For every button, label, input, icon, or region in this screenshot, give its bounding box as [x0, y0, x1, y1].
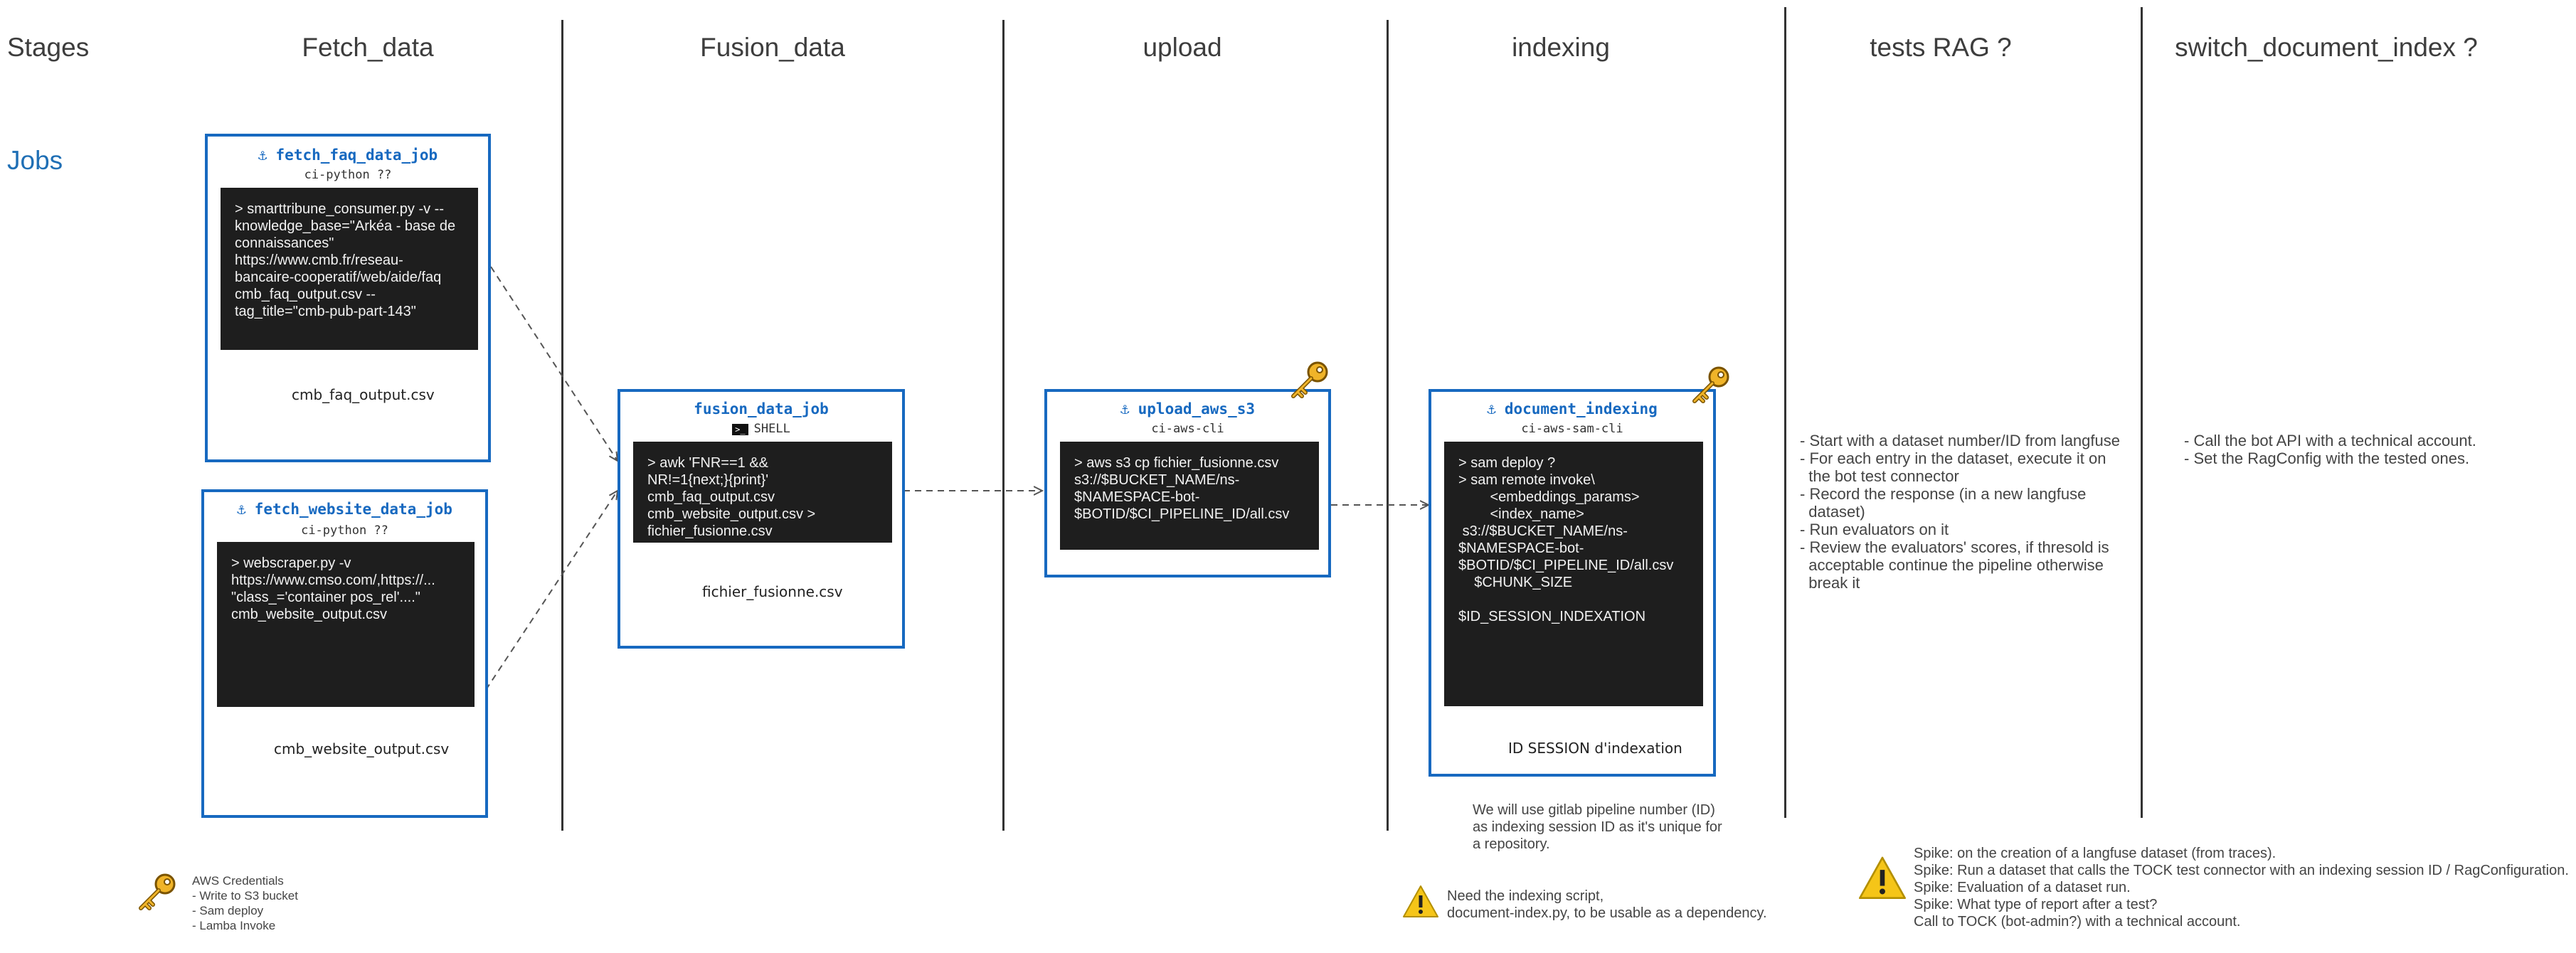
fetch-website-job[interactable]: ⚓ fetch_website_data_job ci-python ?? > w… — [201, 489, 488, 818]
job-output: cmb_website_output.csv — [274, 740, 450, 757]
stage-indexing: indexing — [1512, 33, 1610, 62]
job-script: > aws s3 cp fichier_fusionne.csv s3://$B… — [1060, 442, 1319, 550]
stage-separator — [1784, 7, 1786, 818]
key-icon — [1291, 361, 1328, 398]
stage-separator — [1387, 20, 1389, 831]
key-icon — [1692, 366, 1729, 403]
docker-icon: ⚓ — [237, 501, 246, 518]
warning-icon — [1859, 856, 1907, 900]
upload-aws-s3-job[interactable]: ⚓ upload_aws_s3 ci-aws-cli > aws s3 cp fi… — [1044, 389, 1331, 577]
job-output: fichier_fusionne.csv — [702, 583, 843, 600]
key-icon — [139, 873, 176, 910]
docker-icon: ⚓ — [258, 147, 267, 164]
document-indexing-job[interactable]: ⚓ document_indexing ci-aws-sam-cli > sam … — [1429, 389, 1716, 777]
stage-separator — [1002, 20, 1005, 831]
stage-switch-document-index: switch_document_index ? — [2175, 33, 2478, 62]
job-image: ci-python ?? — [304, 168, 392, 182]
fetch-faq-job[interactable]: ⚓ fetch_faq_data_job ci-python ?? > smart… — [205, 134, 491, 462]
stage-separator — [561, 20, 563, 831]
stage-fetch-data: Fetch_data — [302, 33, 434, 62]
session-id-note: We will use gitlab pipeline number (ID) … — [1473, 802, 1722, 852]
stages-label: Stages — [7, 33, 90, 62]
job-title: upload_aws_s3 — [1138, 400, 1256, 417]
job-title: fetch_faq_data_job — [275, 147, 438, 164]
fusion-data-job[interactable]: fusion_data_job >_ SHELL > awk 'FNR==1 &&… — [618, 389, 905, 649]
terminal-icon: >_ — [732, 424, 748, 435]
job-output: cmb_faq_output.csv — [292, 386, 435, 403]
tests-rag-notes: - Start with a dataset number/ID from la… — [1800, 432, 2120, 592]
job-script: > smarttribune_consumer.py -v -- knowled… — [221, 188, 478, 350]
job-script: > sam deploy ? > sam remote invoke\ <emb… — [1444, 442, 1703, 706]
job-title: fetch_website_data_job — [254, 501, 452, 518]
stage-upload: upload — [1143, 33, 1222, 62]
job-image: ci-python ?? — [301, 523, 388, 538]
job-image: SHELL — [753, 422, 790, 436]
docker-icon: ⚓ — [1120, 400, 1130, 417]
job-title: fusion_data_job — [694, 400, 829, 417]
job-title: document_indexing — [1504, 400, 1658, 417]
arrow-faq-to-fusion — [490, 266, 618, 461]
stage-tests-rag: tests RAG ? — [1870, 33, 2012, 62]
job-image: ci-aws-sam-cli — [1521, 422, 1623, 436]
warning-icon — [1403, 885, 1438, 917]
stage-separator — [2141, 7, 2143, 818]
aws-credentials-legend: AWS Credentials - Write to S3 bucket - S… — [192, 874, 298, 932]
switch-index-notes: - Call the bot API with a technical acco… — [2184, 432, 2476, 467]
indexing-warning-note: Need the indexing script, document-index… — [1447, 888, 1767, 921]
stage-fusion-data: Fusion_data — [700, 33, 845, 62]
job-output: ID SESSION d'indexation — [1508, 740, 1682, 757]
job-script: > awk 'FNR==1 && NR!=1{next;}{print}' cm… — [633, 442, 892, 543]
job-script: > webscraper.py -v https://www.cmso.com/… — [217, 542, 475, 707]
docker-icon: ⚓ — [1487, 400, 1496, 417]
job-image: ci-aws-cli — [1151, 422, 1224, 436]
spike-warning-note: Spike: on the creation of a langfuse dat… — [1914, 846, 2569, 930]
jobs-label: Jobs — [7, 146, 63, 175]
